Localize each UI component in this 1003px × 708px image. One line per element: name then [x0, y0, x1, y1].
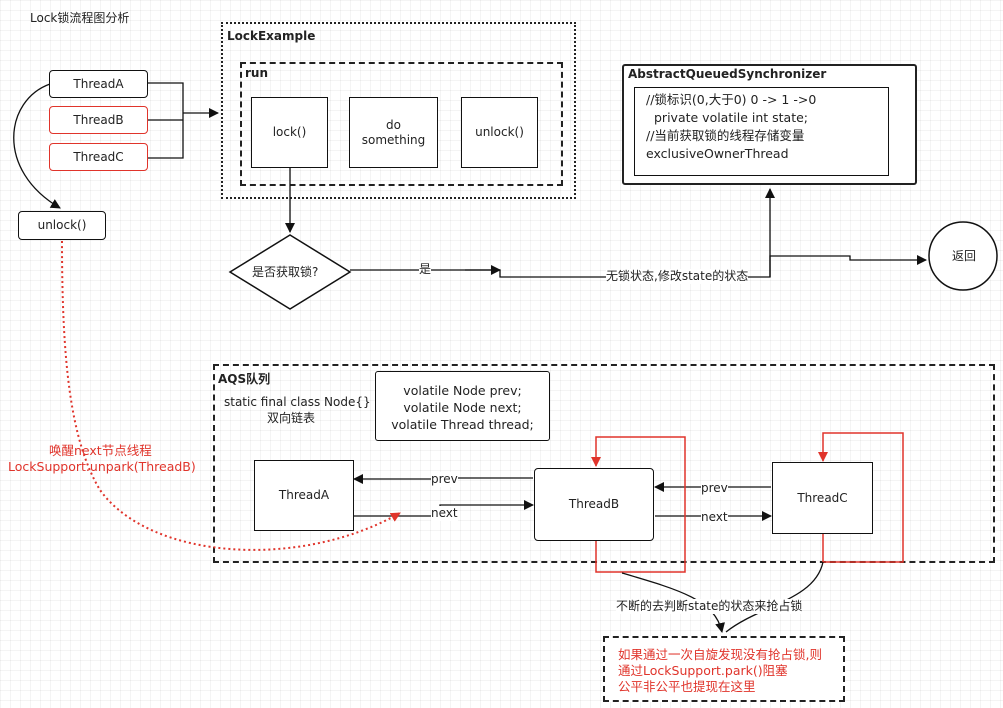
prev-label-bc: prev	[701, 481, 728, 496]
return-label: 返回	[952, 249, 977, 263]
lock-example-container	[221, 22, 576, 199]
lock-method-box: lock()	[251, 97, 328, 168]
spin-curve-b	[621, 572, 725, 633]
decision-label: 是否获取锁?	[252, 265, 319, 279]
node-field: volatile Node prev;	[403, 383, 522, 398]
block-note-line: 通过LockSupport.park()阻塞	[618, 663, 788, 678]
queue-thread-c: ThreadC	[772, 462, 873, 534]
node-class-label: static final class Node{}	[224, 395, 371, 409]
do-something-line: something	[361, 132, 426, 147]
state-change-label: 无锁状态,修改state的状态	[606, 269, 749, 284]
do-something-box: do something	[349, 97, 438, 168]
unlock-box: unlock()	[18, 211, 106, 240]
aqs-class-title: AbstractQueuedSynchronizer	[628, 67, 827, 81]
queue-thread-a: ThreadA	[254, 460, 354, 531]
wake-label: LockSupport.unpark(ThreadB)	[8, 459, 196, 474]
block-note-box: 如果通过一次自旋发现没有抢占锁,则 通过LockSupport.park()阻塞…	[603, 636, 845, 702]
page-title: Lock锁流程图分析	[30, 11, 130, 25]
doubly-linked-label: 双向链表	[267, 411, 316, 425]
unlock-method-box: unlock()	[461, 97, 538, 168]
aqs-code-line: private volatile int state;	[654, 110, 809, 125]
queue-thread-b: ThreadB	[534, 468, 654, 541]
aqs-code-box: //锁标识(0,大于0) 0 -> 1 ->0 private volatile…	[634, 87, 889, 176]
aqs-queue-container	[213, 364, 995, 563]
block-note-line: 如果通过一次自旋发现没有抢占锁,则	[618, 647, 822, 662]
thread-b-box: ThreadB	[49, 106, 148, 134]
aqs-code-line: exclusiveOwnerThread	[646, 146, 789, 161]
aqs-code-line: //锁标识(0,大于0) 0 -> 1 ->0	[646, 92, 817, 107]
aqs-queue-title: AQS队列	[218, 372, 271, 386]
spin-curve-c	[725, 561, 824, 633]
prev-label-ab: prev	[431, 472, 458, 487]
thread-b-spin-loop	[591, 436, 686, 573]
run-container	[240, 62, 563, 186]
wake-dotted-arrow	[61, 240, 401, 551]
node-field: volatile Thread thread;	[391, 417, 534, 432]
return-circle	[928, 221, 998, 291]
block-note-line: 公平非公平也提现在这里	[618, 679, 756, 694]
yes-label: 是	[419, 262, 432, 277]
aqs-code-line: //当前获取锁的线程存储变量	[646, 128, 805, 143]
next-label-bc: next	[701, 510, 728, 525]
wake-label: 唤醒next节点线程	[49, 443, 152, 458]
decision-diamond	[228, 234, 352, 310]
do-something-line: do	[386, 117, 401, 132]
spin-label: 不断的去判断state的状态来抢占锁	[616, 599, 803, 614]
thread-c-box: ThreadC	[49, 143, 148, 171]
next-label-ab: next	[431, 506, 458, 521]
thread-a-box: ThreadA	[49, 70, 148, 98]
run-title: run	[245, 66, 269, 80]
thread-a-to-unlock-arrow	[13, 83, 61, 209]
thread-c-spin-loop	[818, 432, 904, 563]
node-fields-box: volatile Node prev; volatile Node next; …	[375, 371, 550, 441]
lock-example-title: LockExample	[227, 29, 316, 43]
node-field: volatile Node next;	[403, 400, 522, 415]
